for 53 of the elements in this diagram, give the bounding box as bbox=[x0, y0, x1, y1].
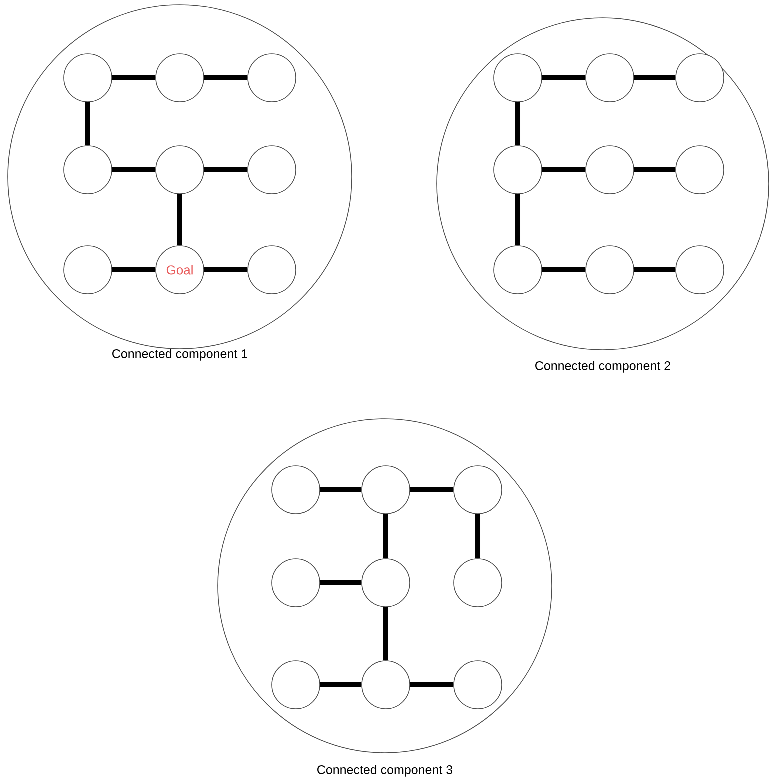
node-label: Connected component 3 bbox=[318, 765, 453, 777]
vertex-circle bbox=[454, 466, 502, 514]
vertex-circle bbox=[248, 54, 296, 102]
connector-line bbox=[204, 168, 248, 172]
connector-line bbox=[112, 268, 156, 272]
vertex-circle bbox=[362, 660, 410, 710]
connector-line bbox=[516, 102, 520, 146]
connector-line bbox=[634, 168, 676, 172]
connector-line bbox=[476, 514, 480, 559]
vertex-circle bbox=[362, 466, 410, 514]
node-label: Connected component 1 bbox=[112, 349, 248, 361]
vertex-circle bbox=[586, 54, 634, 102]
vertex-circle bbox=[454, 660, 502, 710]
vertex-circle bbox=[272, 558, 320, 608]
connector-line bbox=[384, 607, 388, 661]
vertex-circle bbox=[586, 146, 634, 194]
vertex-circle bbox=[272, 660, 320, 710]
connector-line bbox=[204, 76, 248, 80]
vertex-circle bbox=[272, 466, 320, 514]
vertex-circle bbox=[676, 54, 724, 102]
vertex-circle bbox=[586, 246, 634, 294]
vertex-circle bbox=[248, 146, 296, 194]
connector-line bbox=[204, 268, 248, 272]
connector-line bbox=[410, 682, 454, 688]
connector-line bbox=[410, 488, 454, 492]
connector-line bbox=[516, 194, 520, 246]
connector-line bbox=[542, 268, 586, 272]
connector-line bbox=[112, 76, 156, 80]
vertex-circle bbox=[676, 146, 724, 194]
connector-line bbox=[86, 102, 90, 146]
connector-line bbox=[112, 168, 156, 172]
vertex-circle bbox=[64, 246, 112, 294]
connector-line bbox=[384, 514, 388, 559]
connector-line bbox=[320, 580, 362, 586]
connector-line bbox=[542, 168, 586, 172]
vertex-circle bbox=[454, 558, 502, 608]
vertex-circle bbox=[64, 146, 112, 194]
node-label: Connected component 2 bbox=[536, 361, 670, 373]
connector-line bbox=[634, 76, 676, 80]
vertex-circle bbox=[676, 246, 724, 294]
vertex-circle bbox=[494, 54, 542, 102]
vertex-circle bbox=[494, 246, 542, 294]
connector-line bbox=[634, 268, 676, 272]
vertex-circle bbox=[494, 146, 542, 194]
vertex-circle bbox=[248, 246, 296, 294]
vertex-circle bbox=[156, 54, 204, 102]
connector-line bbox=[320, 488, 362, 492]
connector-line bbox=[542, 76, 586, 80]
vertex-circle bbox=[362, 558, 410, 608]
vertex-circle bbox=[156, 146, 204, 194]
connector-line bbox=[320, 682, 362, 688]
connector-line bbox=[178, 194, 182, 246]
vertex-circle bbox=[64, 54, 112, 102]
